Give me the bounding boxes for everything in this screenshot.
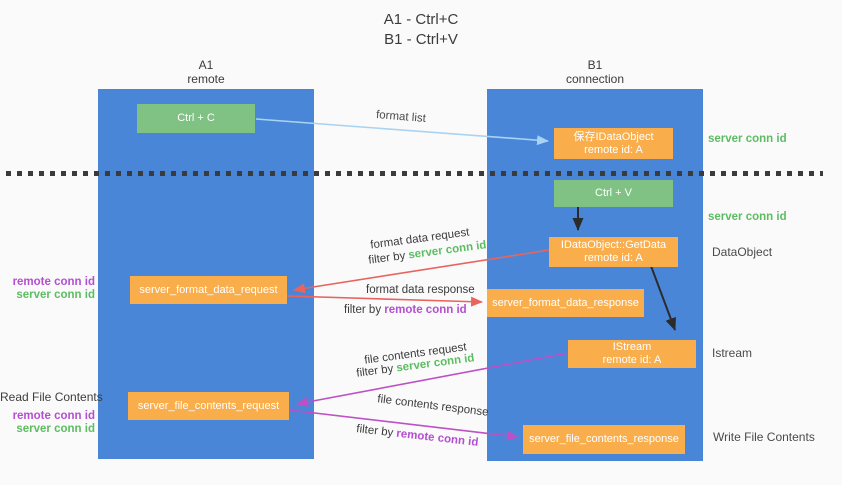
node-server-file-contents-response-label: server_file_contents_response [529,433,679,445]
title-line-1: A1 - Ctrl+C [383,11,459,28]
node-istream: IStream remote id: A [568,340,696,368]
arrow-file-contents-request [296,352,569,407]
diagram-title: A1 - Ctrl+C B1 - Ctrl+V [0,10,842,50]
node-server-format-data-request-label: server_format_data_request [139,283,278,296]
node-server-format-data-response-label: server_format_data_response [492,296,639,309]
node-server-file-contents-request-label: server_file_contents_request [137,399,280,412]
title-line-2: B1 - Ctrl+V [384,31,458,48]
annotation-remote-conn-id-2: remote conn id [12,410,95,422]
filter-value-remote-1: remote conn id [384,304,467,316]
arrow-format-list [255,118,549,146]
node-ctrl-c-label: Ctrl + C [177,112,215,124]
node-server-format-data-response: server_format_data_response [487,289,644,317]
node-save-idataobject-line1: 保存IDataObject [573,130,654,143]
arrow-getdata-to-istream [650,265,676,331]
filter-prefix-2: filter by [344,304,385,316]
node-idataobject-getdata-line1: IDataObject::GetData [560,239,667,251]
annotation-server-conn-id-top: server conn id [708,133,787,145]
edge-label-filter-remote-1: filter by remote conn id [344,304,467,316]
lifeline-header-a1: A1 remote [98,58,314,86]
node-ctrl-v-label: Ctrl + V [595,187,632,199]
edge-label-format-data-response: format data response [366,284,475,296]
lifeline-a1-subtitle: remote [187,72,225,86]
annotation-istream: Istream [712,346,753,360]
node-save-idataobject: 保存IDataObject remote id: A [554,128,673,159]
arrow-format-data-request [293,249,550,294]
lifeline-b1-name: B1 [587,58,603,72]
node-idataobject-getdata-line2: remote id: A [584,252,643,264]
arrow-file-contents-response [288,409,519,441]
lifeline-b1-subtitle: connection [565,72,625,86]
node-idataobject-getdata: IDataObject::GetData remote id: A [549,237,678,267]
node-server-file-contents-response: server_file_contents_response [523,425,685,454]
node-server-file-contents-request: server_file_contents_request [128,392,289,420]
phase-divider-dotted-line [6,171,823,176]
lifeline-header-b1: B1 connection [487,58,703,86]
node-server-format-data-request: server_format_data_request [130,276,287,304]
annotation-remote-conn-id-1: remote conn id [12,276,95,288]
node-ctrl-c: Ctrl + C [137,104,255,133]
node-ctrl-v: Ctrl + V [554,180,673,207]
annotation-dataobject: DataObject [712,245,773,259]
node-istream-line1: IStream [612,341,652,353]
annotation-server-conn-id-2: server conn id [16,423,95,435]
annotation-server-conn-id-1: server conn id [16,289,95,301]
annotation-read-file-contents: Read File Contents [0,390,103,404]
node-istream-line2: remote id: A [602,354,662,366]
lifeline-a1-name: A1 [198,58,214,72]
node-save-idataobject-line2: remote id: A [584,143,643,156]
arrow-format-data-response [286,295,483,307]
annotation-server-conn-id-mid: server conn id [708,211,787,223]
annotation-write-file-contents: Write File Contents [713,430,815,444]
